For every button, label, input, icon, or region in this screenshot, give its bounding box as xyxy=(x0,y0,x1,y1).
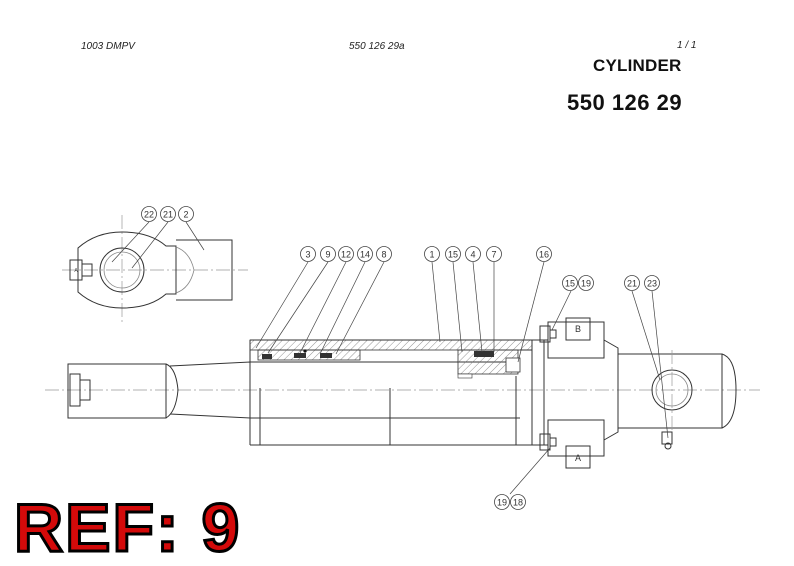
part-number: 550 126 29 xyxy=(567,90,683,115)
svg-text:12: 12 xyxy=(341,250,351,260)
svg-text:15: 15 xyxy=(565,279,575,289)
callout-4: 4 xyxy=(465,246,481,262)
callout-15a: 15 xyxy=(445,246,461,262)
svg-text:21: 21 xyxy=(163,210,173,220)
svg-text:4: 4 xyxy=(470,250,475,260)
callout-2: 2 xyxy=(178,206,194,222)
svg-text:1: 1 xyxy=(429,250,434,260)
callout-23: 23 xyxy=(644,275,660,291)
svg-text:3: 3 xyxy=(305,250,310,260)
cylinder-assembly: B A xyxy=(45,317,760,469)
svg-text:21: 21 xyxy=(627,279,637,289)
drawing-reference: 550 126 29a xyxy=(349,41,405,52)
callout-1: 1 xyxy=(424,246,440,262)
callout-18: 18 xyxy=(510,494,526,510)
page-title: CYLINDER xyxy=(593,56,682,75)
svg-text:22: 22 xyxy=(144,210,154,220)
svg-text:15: 15 xyxy=(448,250,458,260)
port-label-b: B xyxy=(575,324,581,334)
svg-text:A: A xyxy=(74,268,78,274)
callout-8: 8 xyxy=(376,246,392,262)
callout-19b: 19 xyxy=(494,494,510,510)
port-fitting-bottom: A xyxy=(539,433,591,469)
leader-lines xyxy=(111,221,669,495)
callout-16: 16 xyxy=(536,246,552,262)
callout-22a: 22 xyxy=(141,206,157,222)
svg-text:7: 7 xyxy=(491,250,496,260)
svg-text:19: 19 xyxy=(581,279,591,289)
port-fitting-top: B xyxy=(539,317,591,343)
svg-text:19: 19 xyxy=(497,498,507,508)
callout-19a: 19 xyxy=(578,275,594,291)
rod-eye-detail: A xyxy=(62,215,248,322)
callout-14: 14 xyxy=(357,246,373,262)
svg-text:9: 9 xyxy=(325,250,330,260)
callout-21a: 21 xyxy=(160,206,176,222)
svg-text:2: 2 xyxy=(183,210,188,220)
callout-21b: 21 xyxy=(624,275,640,291)
svg-text:18: 18 xyxy=(513,498,523,508)
svg-text:14: 14 xyxy=(360,250,370,260)
callout-12: 12 xyxy=(338,246,354,262)
model-code: 1003 DMPV xyxy=(81,41,135,52)
callout-9: 9 xyxy=(320,246,336,262)
ref-label: REF: 9 xyxy=(12,490,242,566)
svg-text:16: 16 xyxy=(539,250,549,260)
callout-3: 3 xyxy=(300,246,316,262)
page-indicator: 1 / 1 xyxy=(677,40,697,51)
svg-text:23: 23 xyxy=(647,279,657,289)
callout-15b: 15 xyxy=(562,275,578,291)
svg-text:8: 8 xyxy=(381,250,386,260)
callout-7: 7 xyxy=(486,246,502,262)
port-label-a: A xyxy=(575,453,581,463)
